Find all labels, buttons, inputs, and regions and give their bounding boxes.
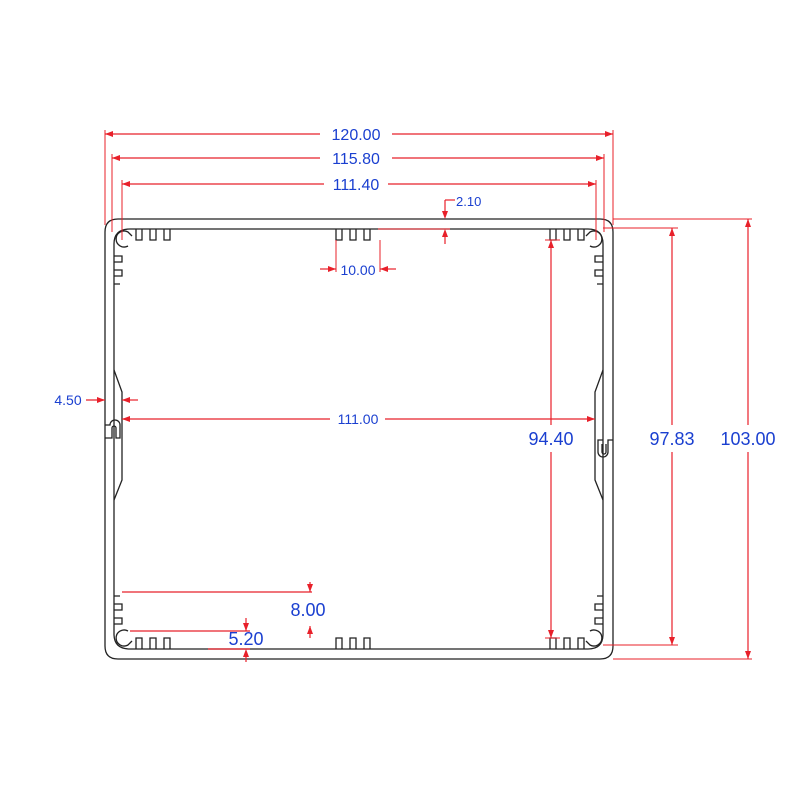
arrow-overall-height-top (745, 219, 751, 227)
arrow-groove-depth-top (442, 211, 448, 219)
top-fins-left (135, 229, 171, 241)
label-rail-height: 8.00 (290, 600, 325, 620)
arrow-groove-depth-bottom (442, 229, 448, 237)
arrow-overall-width-left (105, 131, 113, 137)
label-middle-height: 97.83 (649, 429, 694, 449)
outer-shell (104, 218, 614, 660)
arrow-side-offset-left (97, 397, 105, 403)
label-inner-height: 94.40 (528, 429, 573, 449)
arrow-groove-pitch-left (328, 266, 336, 272)
label-outer-wall-width: 115.80 (332, 151, 380, 168)
arrow-rail-height-bottom (307, 626, 313, 634)
corner-boss-top-left (115, 230, 133, 248)
arrow-groove-pitch-right (380, 266, 388, 272)
right-side-rail (594, 369, 604, 501)
left-side-rail (113, 369, 123, 501)
label-overall-width: 120.00 (332, 127, 381, 144)
arrow-middle-height-top (669, 228, 675, 236)
label-slot-height: 5.20 (228, 629, 263, 649)
label-side-offset: 4.50 (54, 392, 81, 408)
right-side-slot (597, 439, 613, 458)
left-side-slot (105, 419, 121, 439)
corner-boss-bottom-left (115, 629, 133, 647)
label-groove-pitch: 10.00 (340, 262, 375, 278)
bottom-fins-left (135, 637, 171, 649)
dimension-labels: 120.00 115.80 111.40 2.10 10.00 4.50 111… (54, 127, 775, 649)
arrow-outer-wall-right (596, 155, 604, 161)
arrow-overall-height-bottom (745, 651, 751, 659)
dimension-lines (86, 130, 752, 662)
corner-boss-bottom-right (585, 629, 603, 647)
arrow-inner-width-left (122, 416, 130, 422)
arrow-outer-wall-left (112, 155, 120, 161)
bottom-fins-right (549, 637, 585, 649)
arrow-inner-width-right (587, 416, 595, 422)
bottom-fins-center (335, 637, 371, 649)
label-inner-width: 111.00 (338, 411, 379, 427)
label-top-groove-depth: 2.10 (456, 194, 481, 209)
right-side-fins-upper (594, 255, 603, 285)
arrow-slot-height-bottom (243, 649, 249, 657)
right-side-fins-lower (594, 595, 603, 625)
label-inner-top-width: 111.40 (333, 177, 380, 194)
left-side-fins-lower (114, 595, 123, 625)
arrow-slot-height-top (243, 623, 249, 631)
arrow-side-offset-right (122, 397, 130, 403)
arrow-inner-top-left (122, 181, 130, 187)
arrow-overall-width-right (605, 131, 613, 137)
left-side-fins-upper (114, 255, 123, 285)
corner-boss-top-right (585, 230, 603, 248)
arrow-rail-height-top (307, 584, 313, 592)
arrow-inner-height-bottom (548, 630, 554, 638)
label-overall-height: 103.00 (720, 429, 775, 449)
top-fins-center (335, 229, 371, 241)
arrow-middle-height-bottom (669, 637, 675, 645)
arrow-inner-top-right (588, 181, 596, 187)
top-fins-right (549, 229, 585, 241)
arrow-inner-height-top (548, 240, 554, 248)
